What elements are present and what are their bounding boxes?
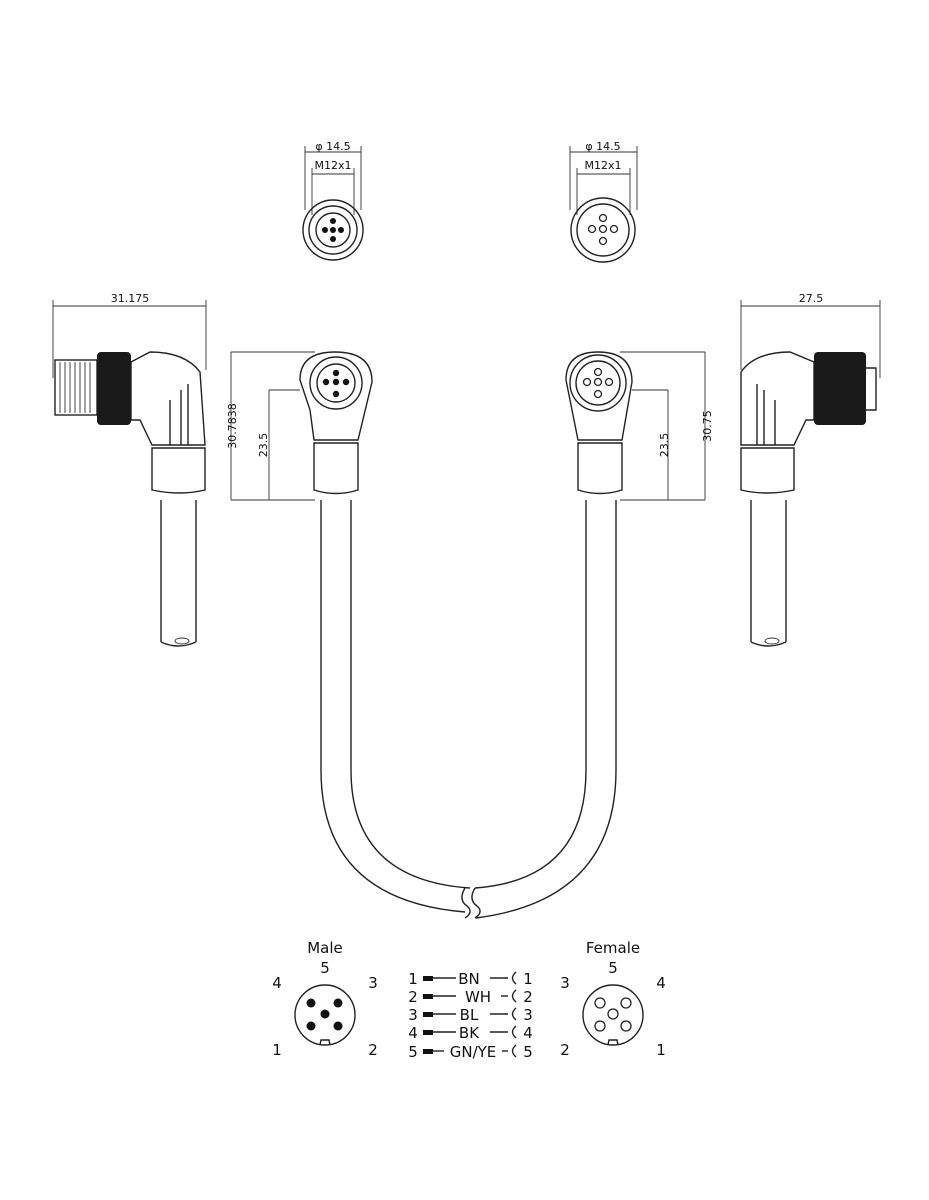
wire-1-right-pin: 1 bbox=[523, 970, 533, 988]
wire-4-color: BK bbox=[459, 1024, 480, 1042]
female-front-thread-dim: M12x1 bbox=[585, 159, 622, 172]
wire-3-color: BL bbox=[460, 1006, 479, 1024]
wire-1-color: BN bbox=[458, 970, 480, 988]
male-side-view: 31.175 bbox=[52, 292, 207, 647]
wire-4-right-pin: 4 bbox=[523, 1024, 533, 1042]
female-side-height-dim: 30.75 bbox=[701, 410, 714, 442]
female-side-length-dim: 27.5 bbox=[799, 292, 824, 305]
wire-5-right-pin: 5 bbox=[523, 1043, 533, 1061]
female-front-view: φ 14.5 M12x1 bbox=[569, 140, 638, 263]
male-center-view: 30.7838 23.5 bbox=[226, 351, 373, 501]
female-pin-3-label: 3 bbox=[560, 974, 570, 992]
male-side-length-dim: 31.175 bbox=[111, 292, 150, 305]
female-title: Female bbox=[586, 939, 640, 957]
female-pin-4-label: 4 bbox=[656, 974, 666, 992]
female-pin-diagram: Female 5 3 4 2 1 bbox=[560, 939, 666, 1059]
wire-5-color: GN/YE bbox=[450, 1043, 497, 1061]
u-shaped-cable bbox=[320, 500, 617, 919]
male-pin-diagram: Male 5 4 3 1 2 bbox=[272, 939, 378, 1059]
male-pin-2-label: 2 bbox=[368, 1041, 378, 1059]
male-front-diameter-dim: φ 14.5 bbox=[315, 140, 350, 153]
female-side-inner-height-dim: 23.5 bbox=[658, 433, 671, 458]
male-pin-4-label: 4 bbox=[272, 974, 282, 992]
female-pin-1-label: 1 bbox=[656, 1041, 666, 1059]
wire-2-color: WH bbox=[465, 988, 491, 1006]
male-pin-1-label: 1 bbox=[272, 1041, 282, 1059]
male-side-inner-height-dim: 23.5 bbox=[257, 433, 270, 458]
male-title: Male bbox=[307, 939, 343, 957]
wire-1-left-pin: 1 bbox=[408, 970, 418, 988]
female-front-diameter-dim: φ 14.5 bbox=[585, 140, 620, 153]
wire-4-left-pin: 4 bbox=[408, 1024, 418, 1042]
female-center-view: 30.75 23.5 bbox=[565, 351, 714, 501]
wire-2-left-pin: 2 bbox=[408, 988, 418, 1006]
male-pin-5-label: 5 bbox=[320, 959, 330, 977]
wire-3-left-pin: 3 bbox=[408, 1006, 418, 1024]
female-pin-2-label: 2 bbox=[560, 1041, 570, 1059]
female-pin-5-label: 5 bbox=[608, 959, 618, 977]
wire-5-left-pin: 5 bbox=[408, 1043, 418, 1061]
wiring-table: 1 BN 1 2 WH 2 3 BL 3 4 BK 4 5 GN/YE bbox=[408, 970, 533, 1061]
wire-2-right-pin: 2 bbox=[523, 988, 533, 1006]
female-side-view: 27.5 bbox=[740, 292, 881, 647]
male-side-height-dim: 30.7838 bbox=[226, 403, 239, 449]
wire-3-right-pin: 3 bbox=[523, 1006, 533, 1024]
male-front-view: φ 14.5 M12x1 bbox=[302, 140, 364, 261]
male-front-thread-dim: M12x1 bbox=[315, 159, 352, 172]
male-pin-3-label: 3 bbox=[368, 974, 378, 992]
